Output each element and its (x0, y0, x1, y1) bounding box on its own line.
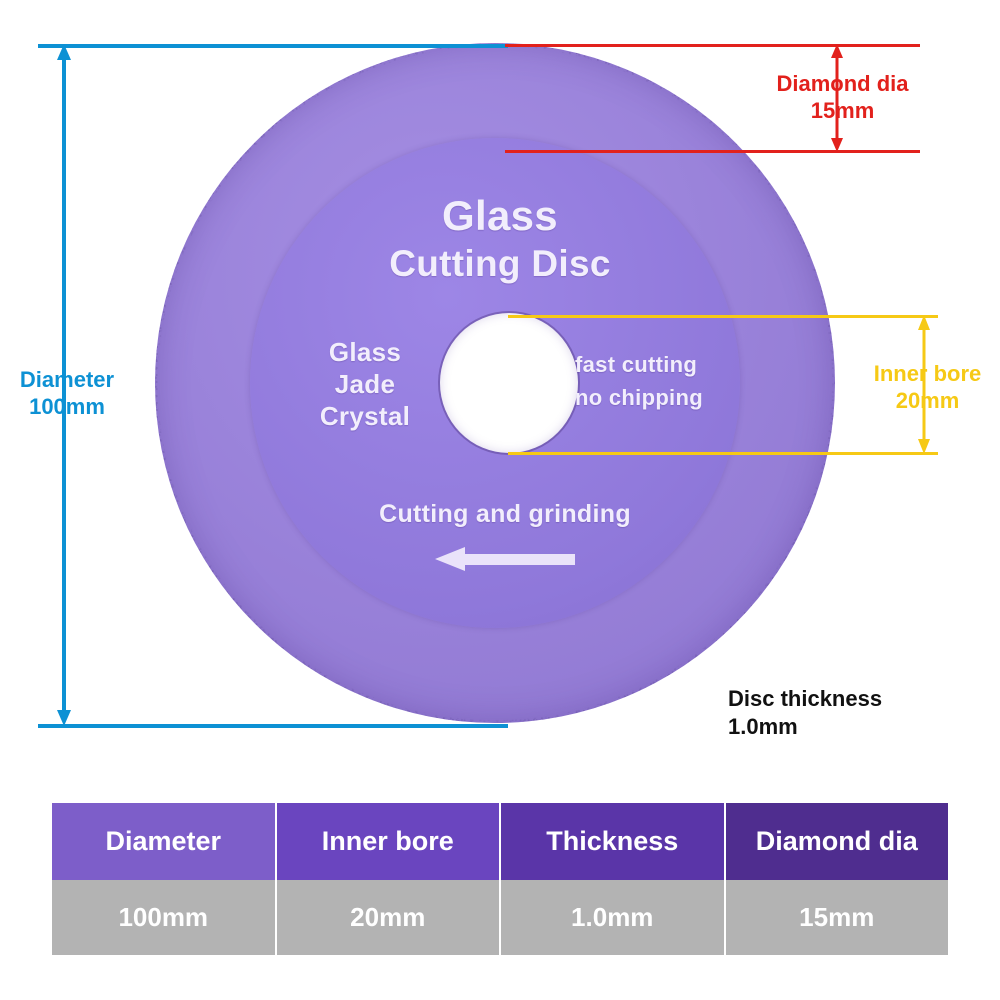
disc-inner-bore (440, 313, 578, 453)
spec-column-diameter: Diameter 100mm (52, 803, 275, 955)
inner-bore-annotation-label: Inner bore 20mm (855, 360, 1000, 414)
specification-table: Diameter 100mm Inner bore 20mm Thickness… (52, 803, 948, 955)
inner-bore-value-text: 20mm (895, 388, 960, 413)
diamond-dia-label-text: Diamond dia (776, 71, 909, 96)
spec-header-cell: Diamond dia (725, 803, 948, 880)
diamond-dia-annotation-label: Diamond dia 15mm (740, 70, 945, 124)
diameter-annotation-label: Diameter 100mm (2, 366, 132, 420)
spec-column-thickness: Thickness 1.0mm (501, 803, 724, 955)
diameter-bottom-extension-line (38, 724, 508, 728)
spec-header-cell: Thickness (501, 803, 724, 880)
diamond-dia-top-extension-line (505, 44, 920, 47)
diameter-label-text: Diameter (19, 367, 115, 392)
spec-header-cell: Inner bore (276, 803, 499, 880)
spec-value-cell: 15mm (725, 880, 948, 955)
disc-usage-text: Cutting and grinding (379, 500, 631, 528)
diamond-dia-dimension-arrow-icon (823, 44, 851, 152)
diamond-dia-value-text: 15mm (810, 98, 875, 123)
spec-header-cell: Diameter (52, 803, 275, 880)
disc-title-line1: Glass (442, 192, 558, 239)
inner-bore-bottom-extension-line (508, 452, 938, 455)
spec-column-inner-bore: Inner bore 20mm (276, 803, 499, 955)
rotation-direction-arrow-icon (435, 546, 575, 572)
disc-title-line2: Cutting Disc (389, 243, 611, 284)
diameter-top-extension-line (38, 44, 508, 48)
spec-column-diamond-dia: Diamond dia 15mm (725, 803, 948, 955)
inner-bore-label-text: Inner bore (873, 361, 982, 386)
thickness-label-text: Disc thickness (728, 686, 883, 711)
diamond-dia-bottom-extension-line (505, 150, 920, 153)
thickness-annotation-label: Disc thickness 1.0mm (728, 685, 988, 741)
spec-value-cell: 100mm (52, 880, 275, 955)
spec-value-cell: 1.0mm (501, 880, 724, 955)
inner-bore-dimension-arrow-icon (910, 315, 938, 454)
inner-bore-top-extension-line (508, 315, 938, 318)
spec-value-cell: 20mm (276, 880, 499, 955)
thickness-value-text: 1.0mm (728, 714, 798, 739)
diameter-value-text: 100mm (29, 394, 105, 419)
diameter-dimension-arrow-icon (50, 44, 78, 726)
